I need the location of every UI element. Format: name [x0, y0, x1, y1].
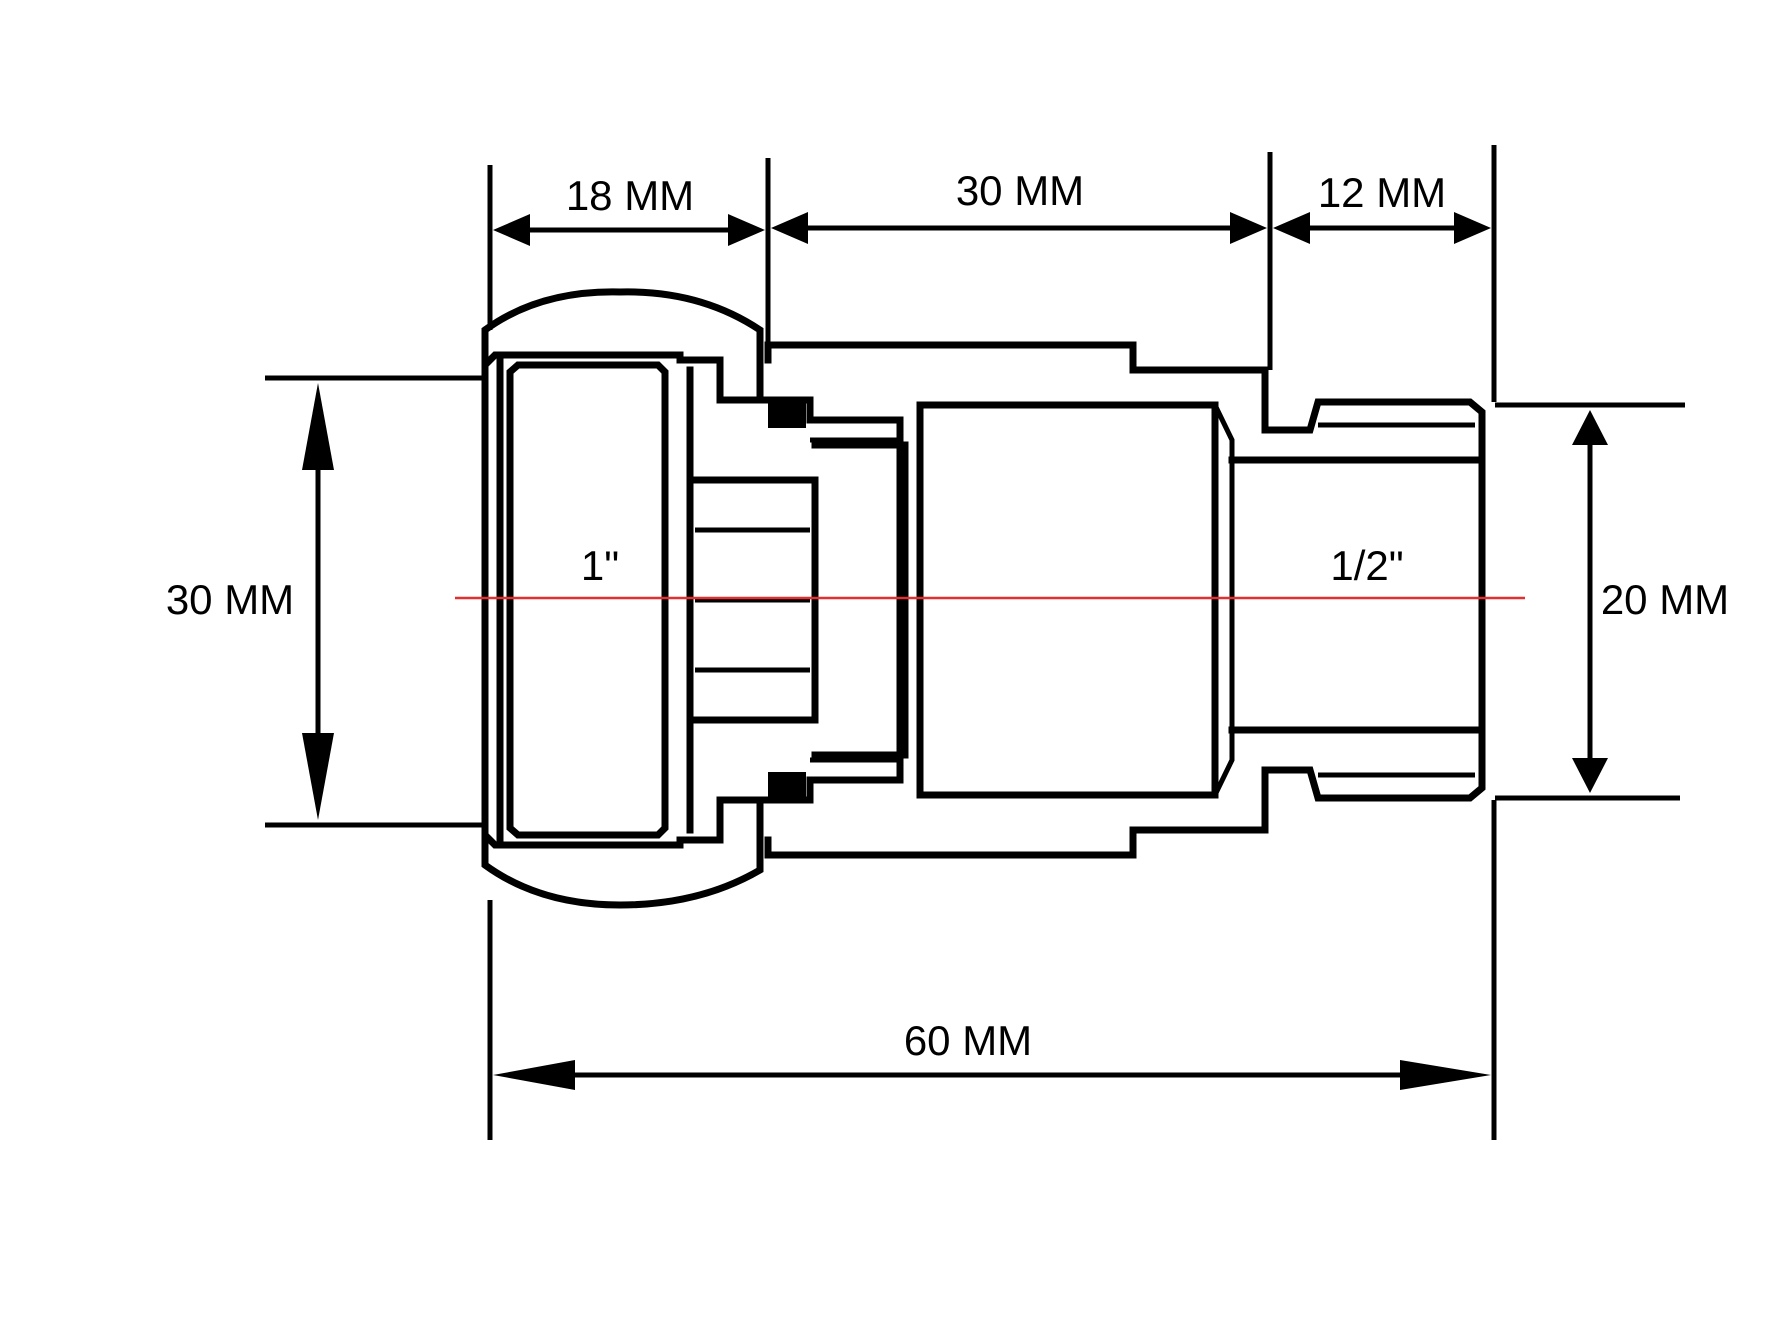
thread-half-in-label: 1/2"	[1330, 542, 1403, 589]
ferrule-rings	[695, 527, 810, 673]
main-bore	[916, 401, 1219, 799]
small-bore	[1228, 456, 1486, 734]
thread-1in-label: 1"	[581, 542, 619, 589]
extension-lines	[265, 145, 1685, 1140]
dim-20mm-height-label: 20 MM	[1601, 576, 1729, 623]
nut-bore	[506, 361, 669, 839]
dim-20mm-height: 20 MM	[1572, 410, 1729, 793]
arrow-head	[1230, 212, 1267, 244]
seal-housing	[761, 396, 904, 804]
fitting-body	[481, 288, 1486, 909]
arrow-head	[1572, 758, 1608, 793]
dim-18mm: 18 MM	[493, 172, 765, 246]
arrow-head	[1273, 212, 1310, 244]
seal-top	[768, 400, 806, 428]
small-thread-lines	[1318, 422, 1475, 778]
dim-60mm-label: 60 MM	[904, 1017, 1032, 1064]
dim-18mm-label: 18 MM	[566, 172, 694, 219]
arrow-head	[493, 1060, 575, 1090]
arrow-head	[771, 212, 808, 244]
main-body	[764, 341, 1486, 859]
arrow-head	[1454, 212, 1491, 244]
dim-12mm-label: 12 MM	[1318, 169, 1446, 216]
dim-30mm-height: 30 MM	[166, 383, 334, 820]
ferrule	[686, 476, 819, 724]
dim-30mm-top-label: 30 MM	[956, 167, 1084, 214]
dim-60mm: 60 MM	[493, 1017, 1491, 1090]
dim-30mm-height-label: 30 MM	[166, 576, 294, 623]
arrow-head	[302, 383, 334, 470]
seal-bottom	[768, 772, 806, 800]
union-nut	[481, 288, 764, 909]
insert-sleeve	[811, 441, 909, 759]
arrow-head	[1400, 1060, 1491, 1090]
arrow-head	[1572, 410, 1608, 445]
arrow-head	[728, 214, 765, 246]
dim-30mm-top: 30 MM	[771, 167, 1267, 244]
arrow-head	[493, 214, 530, 246]
arrow-head	[302, 733, 334, 820]
seal-lines	[810, 417, 900, 783]
dim-12mm: 12 MM	[1273, 169, 1491, 244]
bore-chamfer	[1212, 403, 1235, 797]
